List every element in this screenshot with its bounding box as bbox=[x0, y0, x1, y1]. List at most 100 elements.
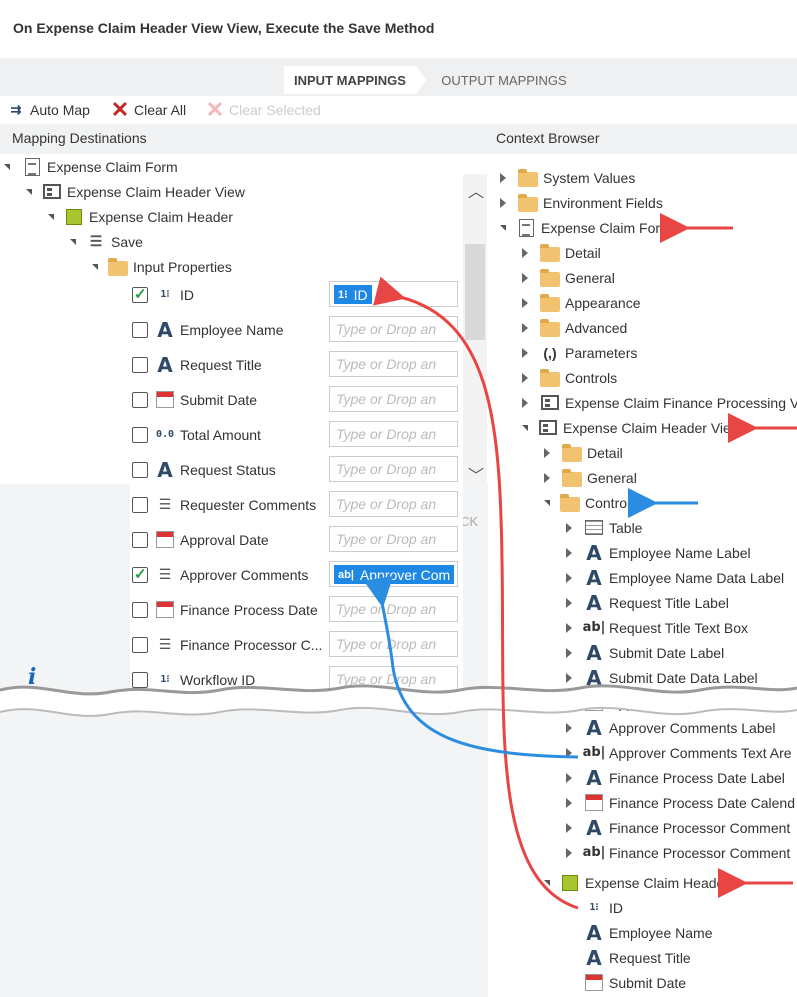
mapping-input-field[interactable]: Type or Drop an bbox=[329, 351, 458, 377]
ctx-control[interactable]: ab|Approver Comments Text Are bbox=[566, 740, 792, 765]
input-checkbox[interactable] bbox=[132, 357, 148, 373]
collapsed-icon[interactable] bbox=[544, 472, 550, 483]
ctx-finance-view[interactable]: Expense Claim Finance Processing V bbox=[522, 390, 797, 415]
mapping-input-field[interactable]: Type or Drop an bbox=[329, 386, 458, 412]
scroll-down-icon[interactable]: ﹀ bbox=[468, 468, 485, 485]
ctx-form-child[interactable]: Advanced bbox=[522, 315, 627, 340]
ctx-form-child[interactable]: General bbox=[522, 265, 615, 290]
clear-selected-button[interactable]: ✕ Clear Selected bbox=[205, 97, 321, 122]
tree-node-view[interactable]: Expense Claim Header View bbox=[26, 179, 245, 204]
collapsed-icon[interactable] bbox=[522, 247, 528, 258]
mapped-value-pill[interactable]: ab|Approver Com bbox=[334, 565, 455, 584]
collapsed-icon[interactable] bbox=[500, 172, 506, 183]
ctx-form-child[interactable]: (,)Parameters bbox=[522, 340, 637, 365]
ctx-view-child[interactable]: Controls bbox=[544, 490, 637, 515]
info-icon[interactable]: i bbox=[28, 664, 37, 690]
collapsed-icon[interactable] bbox=[522, 372, 528, 383]
collapsed-icon[interactable] bbox=[566, 772, 572, 783]
ctx-smartobject[interactable]: Expense Claim Header bbox=[544, 870, 729, 895]
expanded-icon[interactable] bbox=[500, 224, 506, 231]
collapsed-icon[interactable] bbox=[522, 397, 528, 408]
expanded-icon[interactable] bbox=[4, 163, 10, 170]
collapsed-icon[interactable] bbox=[522, 272, 528, 283]
auto-map-button[interactable]: ⇉ Auto Map bbox=[6, 99, 90, 121]
expanded-icon[interactable] bbox=[544, 879, 550, 886]
vertical-scrollbar[interactable]: ︿ ﹀ bbox=[463, 174, 487, 485]
ctx-control[interactable]: Table bbox=[566, 515, 642, 540]
ctx-system-values[interactable]: System Values bbox=[500, 165, 635, 190]
ctx-form-child[interactable]: Appearance bbox=[522, 290, 641, 315]
input-checkbox[interactable] bbox=[132, 322, 148, 338]
clear-all-button[interactable]: ✕ Clear All bbox=[110, 97, 186, 122]
mapped-value-pill[interactable]: 1⁝ID bbox=[334, 285, 372, 304]
expanded-icon[interactable] bbox=[92, 263, 98, 270]
mapping-input-field[interactable]: Type or Drop an bbox=[329, 421, 458, 447]
mapping-input-field[interactable]: Type or Drop an bbox=[329, 631, 458, 657]
collapsed-icon[interactable] bbox=[566, 547, 572, 558]
ctx-control[interactable]: ab|Finance Processor Comment bbox=[566, 840, 790, 865]
mapping-input-field[interactable]: Type or Drop an bbox=[329, 456, 458, 482]
collapsed-icon[interactable] bbox=[566, 847, 572, 858]
collapsed-icon[interactable] bbox=[500, 197, 506, 208]
mapping-input-field[interactable]: Type or Drop an bbox=[329, 316, 458, 342]
ctx-control[interactable]: ab|Request Title Text Box bbox=[566, 615, 748, 640]
ctx-form[interactable]: Expense Claim Form bbox=[500, 215, 672, 240]
collapsed-icon[interactable] bbox=[522, 347, 528, 358]
ctx-form-child[interactable]: Controls bbox=[522, 365, 617, 390]
collapsed-icon[interactable] bbox=[544, 447, 550, 458]
input-checkbox[interactable] bbox=[132, 565, 148, 583]
collapsed-icon[interactable] bbox=[566, 522, 572, 533]
input-checkbox[interactable] bbox=[132, 462, 148, 478]
tab-input-mappings[interactable]: INPUT MAPPINGS bbox=[284, 66, 416, 94]
collapsed-icon[interactable] bbox=[566, 572, 572, 583]
input-checkbox[interactable] bbox=[132, 637, 148, 653]
ctx-control[interactable]: Finance Process Date Calend bbox=[566, 790, 795, 815]
collapsed-icon[interactable] bbox=[566, 597, 572, 608]
input-checkbox[interactable] bbox=[132, 285, 148, 303]
collapsed-icon[interactable] bbox=[522, 297, 528, 308]
input-checkbox[interactable] bbox=[132, 602, 148, 618]
collapsed-icon[interactable] bbox=[566, 647, 572, 658]
ctx-header-view[interactable]: Expense Claim Header View bbox=[522, 415, 741, 440]
expanded-icon[interactable] bbox=[48, 213, 54, 220]
mapping-input-field[interactable]: Type or Drop an bbox=[329, 526, 458, 552]
mapping-input-field[interactable]: 1⁝ID bbox=[329, 281, 458, 307]
mapping-input-field[interactable]: ab|Approver Com bbox=[329, 561, 458, 587]
ctx-view-child[interactable]: General bbox=[544, 465, 637, 490]
input-checkbox[interactable] bbox=[132, 427, 148, 443]
scroll-thumb[interactable] bbox=[465, 244, 485, 340]
ctx-view-child[interactable]: Detail bbox=[544, 440, 623, 465]
ctx-smartobject-property[interactable]: 1⁝ID bbox=[566, 895, 623, 920]
mapping-input-field[interactable]: Type or Drop an bbox=[329, 596, 458, 622]
tree-node-input-properties[interactable]: Input Properties bbox=[92, 254, 232, 279]
tree-node-method[interactable]: ☰ Save bbox=[70, 229, 143, 254]
expanded-icon[interactable] bbox=[70, 238, 76, 245]
input-checkbox[interactable] bbox=[132, 497, 148, 513]
input-checkbox[interactable] bbox=[132, 392, 148, 408]
ctx-environment-fields[interactable]: Environment Fields bbox=[500, 190, 663, 215]
collapsed-icon[interactable] bbox=[566, 797, 572, 808]
collapsed-icon[interactable] bbox=[566, 622, 572, 633]
collapsed-icon[interactable] bbox=[566, 747, 572, 758]
collapsed-icon[interactable] bbox=[566, 822, 572, 833]
expanded-icon[interactable] bbox=[544, 499, 550, 506]
tree-node-smartobject[interactable]: Expense Claim Header bbox=[48, 204, 233, 229]
input-checkbox[interactable] bbox=[132, 532, 148, 548]
tree-node-form[interactable]: Expense Claim Form bbox=[4, 154, 178, 179]
collapsed-icon[interactable] bbox=[522, 322, 528, 333]
expanded-icon[interactable] bbox=[522, 424, 528, 431]
ctx-form-child[interactable]: Detail bbox=[522, 240, 601, 265]
scroll-up-icon[interactable]: ︿ bbox=[468, 184, 485, 201]
input-checkbox[interactable] bbox=[132, 672, 148, 688]
mapping-input-field[interactable]: Type or Drop an bbox=[329, 491, 458, 517]
ctx-smartobject-property[interactable]: Submit Date bbox=[566, 970, 686, 995]
expanded-icon[interactable] bbox=[26, 188, 32, 195]
